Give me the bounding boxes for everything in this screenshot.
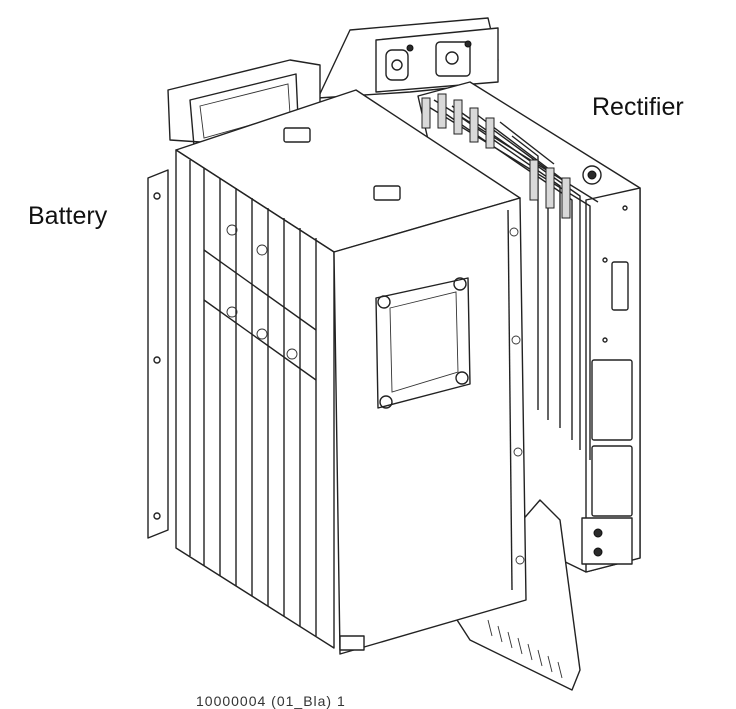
left-mounting-rail <box>147 169 169 539</box>
mounting-bracket-top <box>317 17 499 99</box>
battery-label: Battery <box>28 202 108 230</box>
figure-caption: 10000004 (01_Bla) 1 <box>196 693 346 709</box>
rectifier-label: Rectifier <box>592 93 684 121</box>
battery-unit <box>175 89 527 655</box>
